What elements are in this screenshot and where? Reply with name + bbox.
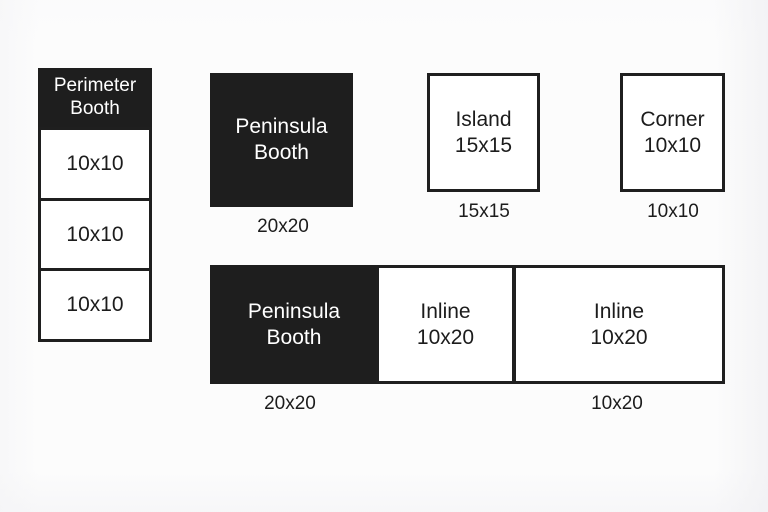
perimeter-booth-header: Perimeter Booth xyxy=(38,68,152,127)
peninsula-booth-bottom[interactable]: Peninsula Booth xyxy=(210,265,378,384)
island-booth-line-1: Island xyxy=(455,107,512,131)
perimeter-cell-3-label: 10x10 xyxy=(66,293,124,316)
perimeter-header-line-2: Booth xyxy=(70,97,120,119)
inline-booth-1[interactable]: Inline 10x20 xyxy=(376,265,515,384)
peninsula-booth-top-line-1: Peninsula xyxy=(235,115,328,139)
island-booth-caption: 15x15 xyxy=(458,201,510,222)
corner-booth-caption: 10x10 xyxy=(647,201,699,222)
corner-booth-line-1: Corner xyxy=(640,107,705,131)
peninsula-booth-bottom-line-1: Peninsula xyxy=(247,299,341,323)
perimeter-cell-2[interactable]: 10x10 xyxy=(38,198,152,272)
inline-booth-1-line-1: Inline xyxy=(420,299,471,323)
perimeter-header-line-1: Perimeter xyxy=(53,74,137,96)
peninsula-booth-top[interactable]: Peninsula Booth xyxy=(210,73,353,207)
perimeter-cell-1-label: 10x10 xyxy=(66,152,124,175)
perimeter-cell-1[interactable]: 10x10 xyxy=(38,127,152,201)
corner-booth-line-2: 10x10 xyxy=(643,133,702,157)
peninsula-booth-top-caption: 20x20 xyxy=(257,216,309,237)
corner-booth[interactable]: Corner 10x10 xyxy=(620,73,725,192)
inline-booth-1-line-2: 10x20 xyxy=(416,325,475,349)
inline-booth-caption: 10x20 xyxy=(591,393,643,414)
inline-booth-2-line-1: Inline xyxy=(593,299,645,323)
peninsula-booth-top-line-2: Booth xyxy=(254,141,309,164)
perimeter-cell-2-label: 10x10 xyxy=(66,223,124,246)
perimeter-cell-3[interactable]: 10x10 xyxy=(38,268,152,342)
inline-booth-2-line-2: 10x20 xyxy=(590,325,648,349)
perimeter-booth-column[interactable]: Perimeter Booth 10x10 10x10 10x10 xyxy=(38,68,152,342)
peninsula-booth-bottom-caption: 20x20 xyxy=(264,393,316,414)
peninsula-booth-bottom-line-2: Booth xyxy=(266,325,322,349)
island-booth[interactable]: Island 15x15 xyxy=(427,73,540,192)
inline-booth-2[interactable]: Inline 10x20 xyxy=(513,265,725,384)
island-booth-line-2: 15x15 xyxy=(454,133,513,157)
